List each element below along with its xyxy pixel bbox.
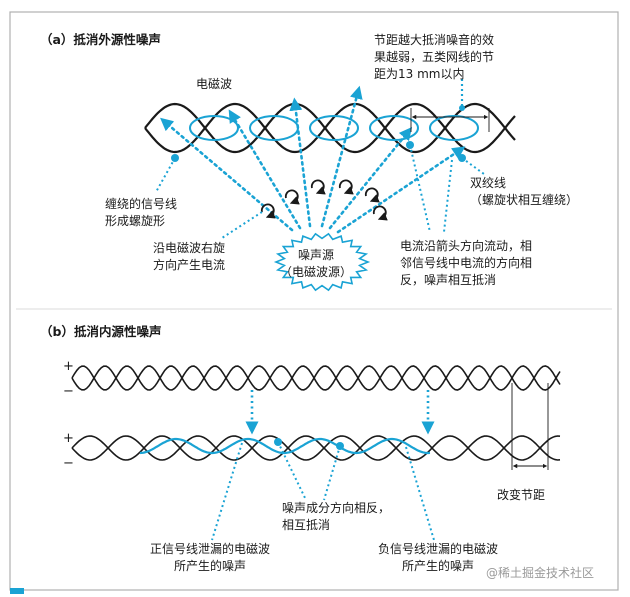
opposite-note: 噪声成分方向相反， 相互抵消 bbox=[282, 501, 391, 532]
figure-frame bbox=[9, 11, 619, 591]
wire-b1-positive bbox=[71, 365, 561, 391]
neg-leak-label: 负信号线泄漏的电磁波 所产生的噪声 bbox=[378, 542, 499, 573]
callouts-b bbox=[211, 441, 435, 541]
pitch-note: 节距越大抵消噪音的效 果越弱，五类网线的节 距为13 mm以内 bbox=[374, 33, 495, 81]
leak-arrows bbox=[245, 390, 435, 435]
wire-label: 缠绕的信号线 形成螺旋形 bbox=[105, 197, 178, 228]
current-loop-4 bbox=[369, 115, 419, 141]
pitch-marker bbox=[410, 78, 490, 132]
noise-source-burst bbox=[273, 232, 371, 292]
minus-sign-1: − bbox=[63, 384, 74, 399]
twisted-pair-label: 双绞线 （螺旋状相互缠绕） bbox=[470, 176, 579, 207]
current-loop-3 bbox=[309, 115, 359, 141]
section-a-title: （a）抵消外源性噪声 bbox=[40, 32, 161, 47]
rotation-arrows bbox=[260, 179, 388, 221]
corner-tab bbox=[10, 588, 24, 594]
wire-b1-negative bbox=[71, 365, 561, 391]
plus-sign-1: + bbox=[63, 359, 74, 374]
em-ray-2 bbox=[228, 109, 302, 230]
callout-dots-a bbox=[171, 141, 466, 162]
noise-current-b bbox=[139, 437, 431, 455]
watermark: @稀土掘金技术社区 bbox=[486, 566, 595, 580]
pitch-change-marker bbox=[511, 383, 549, 470]
minus-sign-2: − bbox=[63, 456, 74, 471]
wire-b2-positive bbox=[71, 435, 561, 461]
em-ray-6 bbox=[336, 146, 466, 234]
em-ray-3 bbox=[289, 97, 312, 228]
pos-leak-label: 正信号线泄漏的电磁波 所产生的噪声 bbox=[150, 542, 271, 573]
twisted-pair-b-changed bbox=[71, 435, 561, 461]
twisted-pair-a bbox=[144, 102, 516, 154]
wire-a-negative bbox=[144, 102, 516, 154]
em-ray-5 bbox=[328, 126, 413, 230]
current-loop-1 bbox=[189, 115, 239, 141]
cancel-note: 电流沿箭头方向流动，相 邻信号线中电流的方向相 反，噪声相互抵消 bbox=[400, 239, 533, 287]
twisted-pair-b-original bbox=[71, 365, 561, 391]
em-ray-4 bbox=[320, 85, 363, 228]
plus-sign-2: + bbox=[63, 431, 74, 446]
callout-dots-b bbox=[274, 438, 344, 450]
em-wave-label: 电磁波 bbox=[196, 77, 233, 91]
section-b-title: （b）抵消内源性噪声 bbox=[40, 324, 162, 339]
noise-source-label: 噪声源 （电磁波源） bbox=[280, 248, 353, 279]
current-loop-5 bbox=[429, 115, 479, 141]
pitch-change-label: 改变节距 bbox=[497, 488, 546, 502]
induced-current-label: 沿电磁波右旋 方向产生电流 bbox=[153, 241, 226, 272]
callouts-a bbox=[155, 144, 485, 239]
current-loop-2 bbox=[249, 115, 299, 141]
